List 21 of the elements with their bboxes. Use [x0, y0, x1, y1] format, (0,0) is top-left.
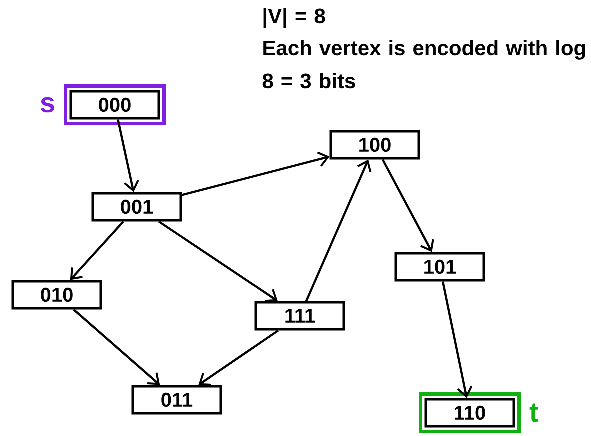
arrow	[442, 282, 473, 398]
note-text: Each vertex is encoded with log 8 = 3 bits	[262, 40, 586, 89]
arrow	[182, 152, 330, 196]
arrow	[158, 220, 278, 302]
node-box: 010	[12, 280, 102, 310]
node-tag: s	[40, 97, 54, 113]
arrow	[73, 308, 160, 386]
arrow	[305, 160, 372, 302]
node-box: 111	[254, 301, 346, 331]
node-box: 001	[92, 192, 182, 222]
node-box: 000	[64, 84, 166, 126]
node-box: 110	[419, 392, 521, 434]
arrow	[70, 221, 124, 280]
node-tag: t	[530, 404, 538, 422]
arrow	[198, 330, 280, 386]
node-box: 011	[132, 385, 222, 415]
arrow	[117, 120, 140, 192]
arrow	[382, 159, 434, 252]
node-box: 101	[394, 252, 486, 282]
node-box: 100	[330, 130, 420, 160]
note-text: |V| = 8	[264, 8, 326, 28]
